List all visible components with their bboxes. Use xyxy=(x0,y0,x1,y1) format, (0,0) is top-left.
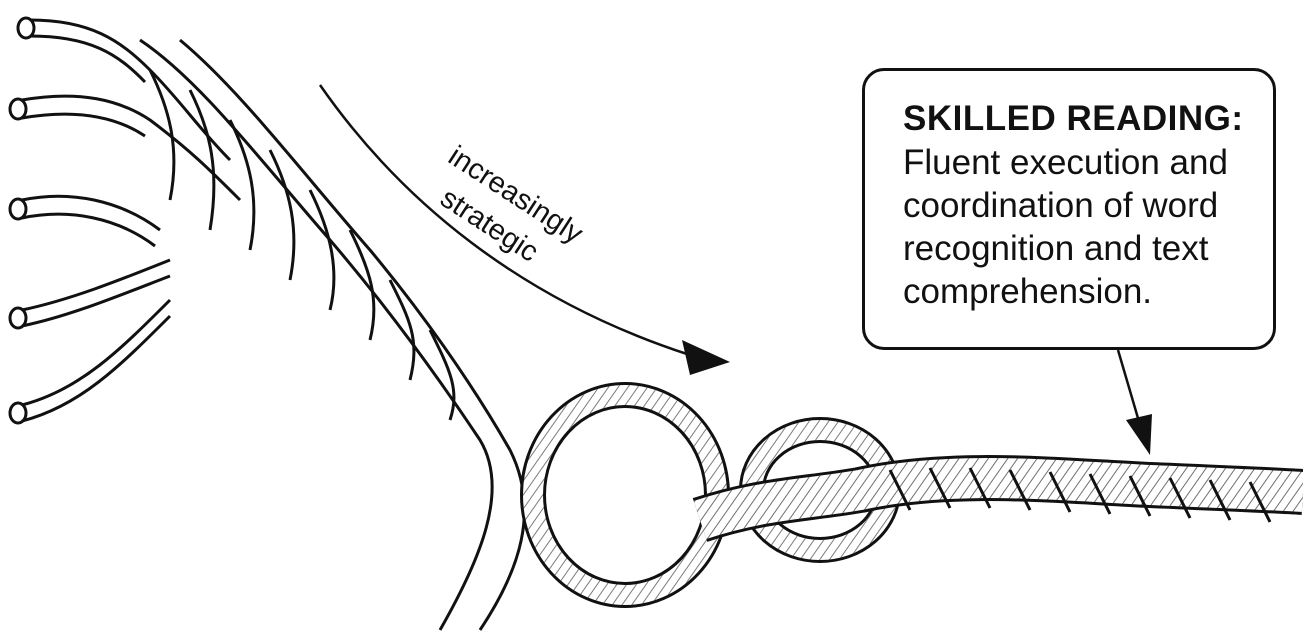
callout-title: SKILLED READING: xyxy=(903,97,1261,141)
rope-strands xyxy=(10,18,240,423)
callout-body: Fluent execution and coordination of wor… xyxy=(903,141,1261,313)
skilled-reading-callout: SKILLED READING: Fluent execution and co… xyxy=(862,68,1276,350)
callout-pointer xyxy=(1118,350,1152,455)
